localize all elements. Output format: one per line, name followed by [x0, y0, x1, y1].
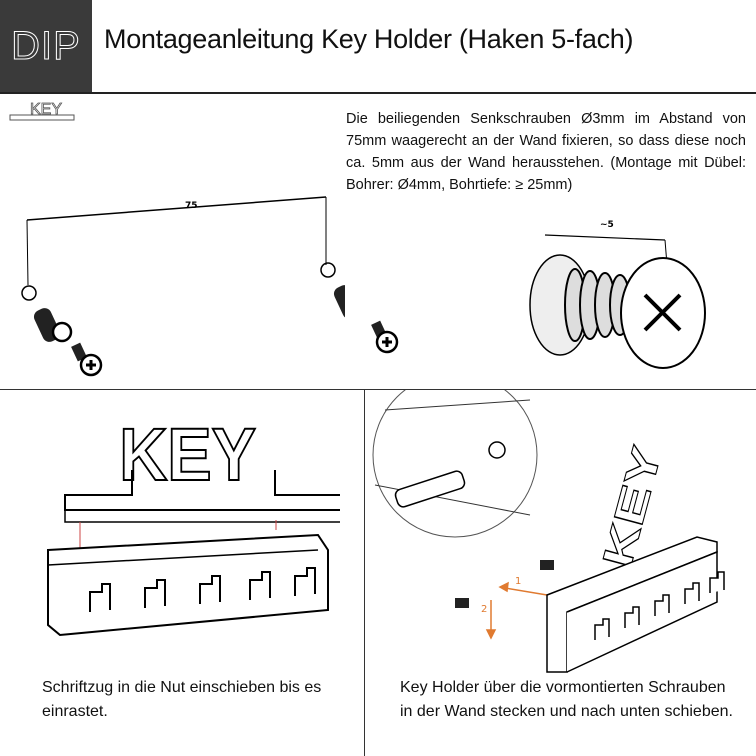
dip-logo: DIP [0, 0, 92, 92]
sign-insertion-diagram: KEY [47, 412, 340, 637]
header-divider [0, 92, 756, 94]
wall-screw-icon [455, 598, 469, 608]
step-3-instructions: Key Holder über die vormontierten Schrau… [400, 679, 733, 720]
right-screw-detail-icon [371, 320, 399, 354]
mounting-instructions: Die beiliegenden Senkschrauben Ø3mm im A… [346, 111, 746, 193]
right-anchor-screw-icon [320, 262, 345, 319]
section-divider [0, 389, 756, 390]
wall-screw-icon [540, 560, 554, 570]
step-2-instructions: Schriftzug in die Nut einschieben bis es… [42, 679, 322, 720]
screw-spacing-diagram: 75 [21, 196, 345, 377]
thumbnail-label: KEY [30, 101, 62, 118]
key-holder-thumbnail: KEY [9, 101, 75, 121]
left-anchor-screw-icon [21, 285, 103, 377]
dimension-label: 75 [185, 201, 198, 211]
arrow-2-label: 2 [481, 604, 487, 615]
sign-text: KEY [119, 413, 256, 496]
protrusion-label: ~5 [600, 220, 614, 230]
arrow-1-label: 1 [515, 576, 521, 587]
column-divider [364, 390, 365, 756]
page-title: Montageanleitung Key Holder (Haken 5-fac… [104, 24, 634, 54]
logo-text: DIP [11, 23, 81, 68]
screw-protrusion-diagram: ~5 [529, 220, 706, 369]
wall-mounting-diagram: 1 2 KEY [372, 390, 725, 673]
